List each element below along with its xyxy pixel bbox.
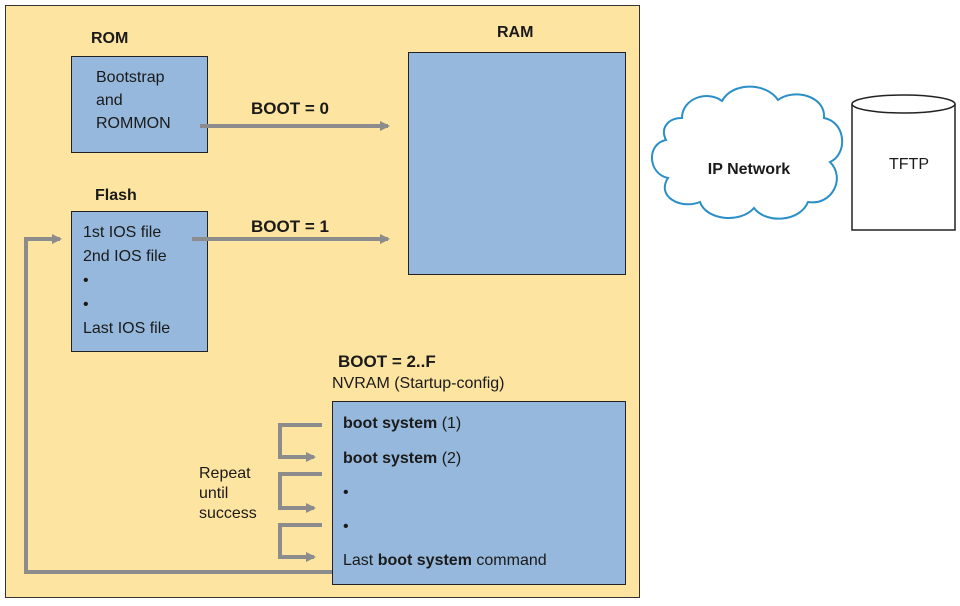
return-to-flash-arrow <box>24 234 332 574</box>
boot0-label: BOOT = 0 <box>251 99 329 118</box>
rom-line-2: and <box>96 92 123 109</box>
repeat-line-1: Repeat <box>199 465 251 482</box>
nvram-cmd-1: boot system (1) <box>343 415 462 432</box>
flash-line-1: 1st IOS file <box>83 224 162 241</box>
repeat-line-3: success <box>199 505 257 522</box>
tftp-server-icon <box>851 94 956 231</box>
flash-box: 1st IOS file 2nd IOS file • • Last IOS f… <box>71 211 208 352</box>
flash-line-2: 2nd IOS file <box>83 248 167 265</box>
ip-network-label: IP Network <box>708 161 791 178</box>
boot-2f-label: BOOT = 2..F <box>338 352 436 371</box>
nvram-subtitle: NVRAM (Startup-config) <box>332 375 505 392</box>
repeat-line-2: until <box>199 485 229 502</box>
nvram-dot-1: • <box>343 484 349 501</box>
nvram-box: boot system (1) boot system (2) • • Last… <box>332 401 626 585</box>
ip-network-cloud-icon <box>651 85 844 220</box>
nvram-cmd-2: boot system (2) <box>343 450 462 467</box>
flash-line-5: Last IOS file <box>83 320 171 337</box>
rom-line-3: ROMMON <box>96 115 171 132</box>
flash-title: Flash <box>95 187 137 204</box>
boot1-label: BOOT = 1 <box>251 217 329 236</box>
rom-box: Bootstrap and ROMMON <box>71 56 208 153</box>
nvram-last-cmd: Last boot system command <box>343 552 547 569</box>
ram-title: RAM <box>497 24 534 41</box>
repeat-arrow-2 <box>278 472 322 513</box>
ram-box <box>408 52 626 275</box>
repeat-arrow-1 <box>278 423 322 462</box>
repeat-arrow-3 <box>278 523 322 562</box>
rom-line-1: Bootstrap <box>96 69 165 86</box>
tftp-label: TFTP <box>889 156 929 173</box>
rom-title: ROM <box>91 30 129 47</box>
nvram-dot-2: • <box>343 518 349 535</box>
flash-line-3: • <box>83 272 89 289</box>
flash-line-4: • <box>83 296 89 313</box>
